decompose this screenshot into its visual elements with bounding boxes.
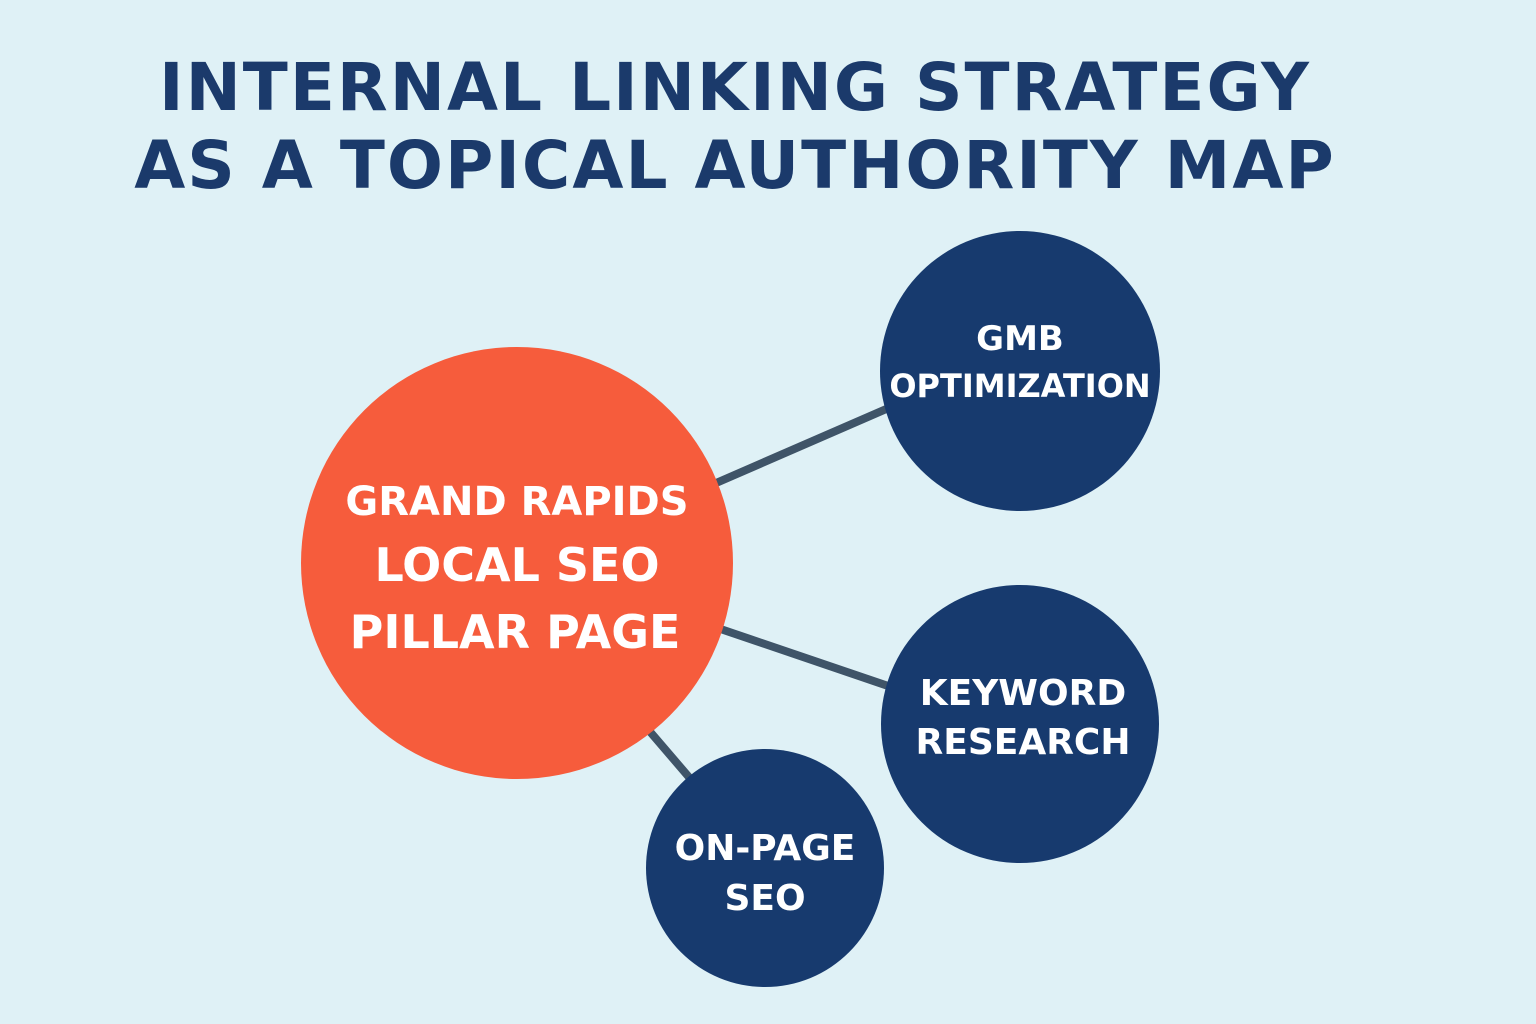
cluster-label: KEYWORD (920, 673, 1126, 714)
cluster-label: OPTIMIZATION (889, 367, 1150, 405)
cluster-node-keyword: KEYWORD RESEARCH (881, 585, 1159, 863)
pillar-label-1: GRAND RAPIDS (345, 479, 688, 525)
pillar-node: GRAND RAPIDS LOCAL SEO PILLAR PAGE (301, 347, 733, 779)
pillar-label-2: LOCAL SEO (374, 538, 659, 592)
cluster-node-gmb: GMB OPTIMIZATION (880, 231, 1160, 511)
link-keyword (698, 618, 902, 694)
cluster-label: GMB (976, 319, 1064, 359)
cluster-label: RESEARCH (916, 722, 1131, 763)
title-line-1: INTERNAL LINKING STRATEGY (159, 49, 1311, 126)
pillar-label-3: PILLAR PAGE (350, 605, 681, 659)
cluster-label: SEO (724, 878, 805, 919)
cluster-node-onpage: ON-PAGE SEO (646, 749, 884, 987)
link-gmb (698, 399, 902, 494)
title-line-2: AS A TOPICAL AUTHORITY MAP (134, 127, 1336, 204)
cluster-label: ON-PAGE (675, 828, 856, 869)
